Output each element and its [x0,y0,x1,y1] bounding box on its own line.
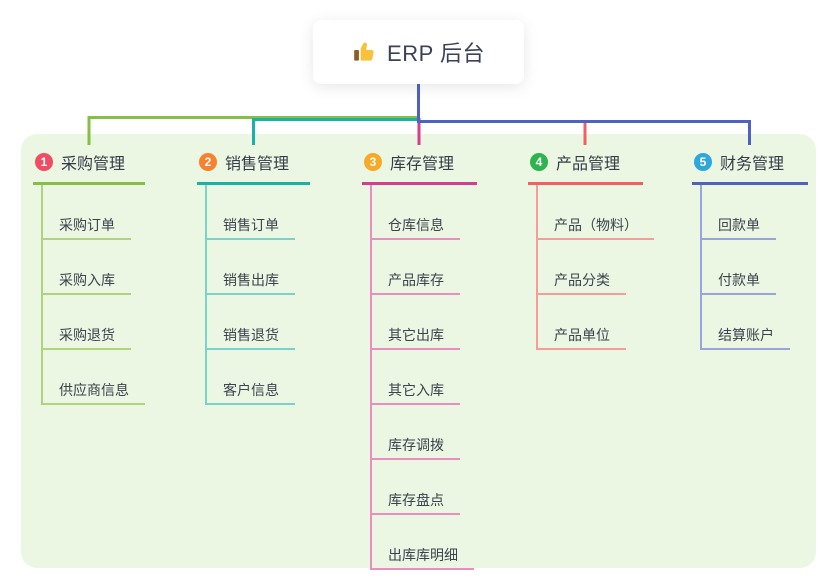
child-node[interactable]: 库存调拨 [372,405,460,460]
branch-node[interactable]: 1 采购管理 [33,145,145,185]
branch-number-badge: 2 [199,153,217,171]
child-node[interactable]: 供应商信息 [43,350,145,405]
branch-label: 销售管理 [225,156,290,173]
branch-children: 回款单付款单结算账户 [700,185,808,350]
branch-number-badge: 4 [530,153,548,171]
branch-number-badge: 1 [35,153,53,171]
branch-node[interactable]: 3 库存管理 [362,145,477,185]
child-node[interactable]: 出库库明细 [372,515,474,570]
branch-label: 库存管理 [390,156,455,173]
branch-1: 1 采购管理采购订单采购入库采购退货供应商信息 [33,145,145,405]
branch-node[interactable]: 4 产品管理 [528,145,643,185]
branch-children: 仓库信息产品库存其它出库其它入库库存调拨库存盘点出库库明细 [370,185,477,570]
branch-children: 产品（物料）产品分类产品单位 [536,185,654,350]
branch-number-badge: 3 [364,153,382,171]
child-node[interactable]: 结算账户 [702,295,790,350]
background-panel [21,134,816,568]
child-node[interactable]: 库存盘点 [372,460,460,515]
branch-3: 3 库存管理仓库信息产品库存其它出库其它入库库存调拨库存盘点出库库明细 [362,145,477,570]
child-node[interactable]: 产品单位 [538,295,626,350]
branch-label: 产品管理 [556,156,621,173]
child-node[interactable]: 付款单 [702,240,776,295]
branch-label: 采购管理 [61,156,126,173]
child-node[interactable]: 仓库信息 [372,185,460,240]
child-node[interactable]: 销售出库 [207,240,295,295]
branch-2: 2 销售管理销售订单销售出库销售退货客户信息 [197,145,310,405]
child-node[interactable]: 产品（物料） [538,185,654,240]
thumbs-up-icon [352,39,378,65]
child-node[interactable]: 客户信息 [207,350,295,405]
child-node[interactable]: 其它入库 [372,350,460,405]
child-node[interactable]: 产品库存 [372,240,460,295]
root-node[interactable]: ERP 后台 [313,20,524,84]
child-node[interactable]: 采购入库 [43,240,131,295]
branch-number-badge: 5 [694,153,712,171]
root-title: ERP 后台 [387,41,485,66]
child-node[interactable]: 销售退货 [207,295,295,350]
child-node[interactable]: 产品分类 [538,240,626,295]
branch-children: 销售订单销售出库销售退货客户信息 [205,185,310,405]
branch-node[interactable]: 2 销售管理 [197,145,310,185]
branch-label: 财务管理 [720,156,785,173]
child-node[interactable]: 回款单 [702,185,776,240]
child-node[interactable]: 销售订单 [207,185,295,240]
child-node[interactable]: 采购订单 [43,185,131,240]
branch-node[interactable]: 5 财务管理 [692,145,808,185]
branch-5: 5 财务管理回款单付款单结算账户 [692,145,808,350]
branch-children: 采购订单采购入库采购退货供应商信息 [41,185,145,405]
child-node[interactable]: 采购退货 [43,295,131,350]
branch-4: 4 产品管理产品（物料）产品分类产品单位 [528,145,654,350]
child-node[interactable]: 其它出库 [372,295,460,350]
